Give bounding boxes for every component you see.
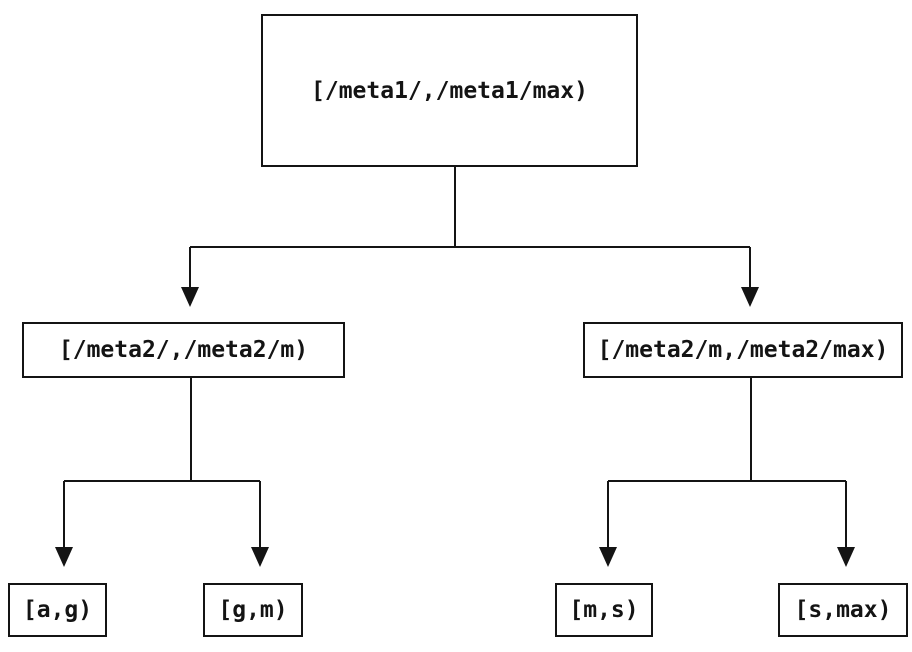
arrowhead-down-icon bbox=[599, 547, 617, 567]
node-label: [m,s) bbox=[569, 597, 639, 623]
arrowhead-down-icon bbox=[837, 547, 855, 567]
node-label: [g,m) bbox=[218, 597, 288, 623]
node-leaf-g-m: [g,m) bbox=[203, 583, 303, 637]
node-label: [a,g) bbox=[22, 597, 93, 623]
node-label: [/meta1/,/meta1/max) bbox=[311, 77, 588, 104]
node-label: [s,max) bbox=[794, 597, 892, 623]
node-root-meta1-range: [/meta1/,/meta1/max) bbox=[261, 14, 638, 167]
arrowhead-down-icon bbox=[55, 547, 73, 567]
arrowhead-down-icon bbox=[181, 287, 199, 307]
node-leaf-s-max: [s,max) bbox=[778, 583, 908, 637]
arrowhead-down-icon bbox=[741, 287, 759, 307]
node-label: [/meta2/m,/meta2/max) bbox=[597, 337, 889, 363]
node-leaf-m-s: [m,s) bbox=[555, 583, 653, 637]
node-label: [/meta2/,/meta2/m) bbox=[58, 337, 309, 363]
node-meta2-upper-range: [/meta2/m,/meta2/max) bbox=[583, 322, 903, 378]
arrowhead-down-icon bbox=[251, 547, 269, 567]
node-meta2-lower-range: [/meta2/,/meta2/m) bbox=[22, 322, 345, 378]
node-leaf-a-g: [a,g) bbox=[8, 583, 107, 637]
